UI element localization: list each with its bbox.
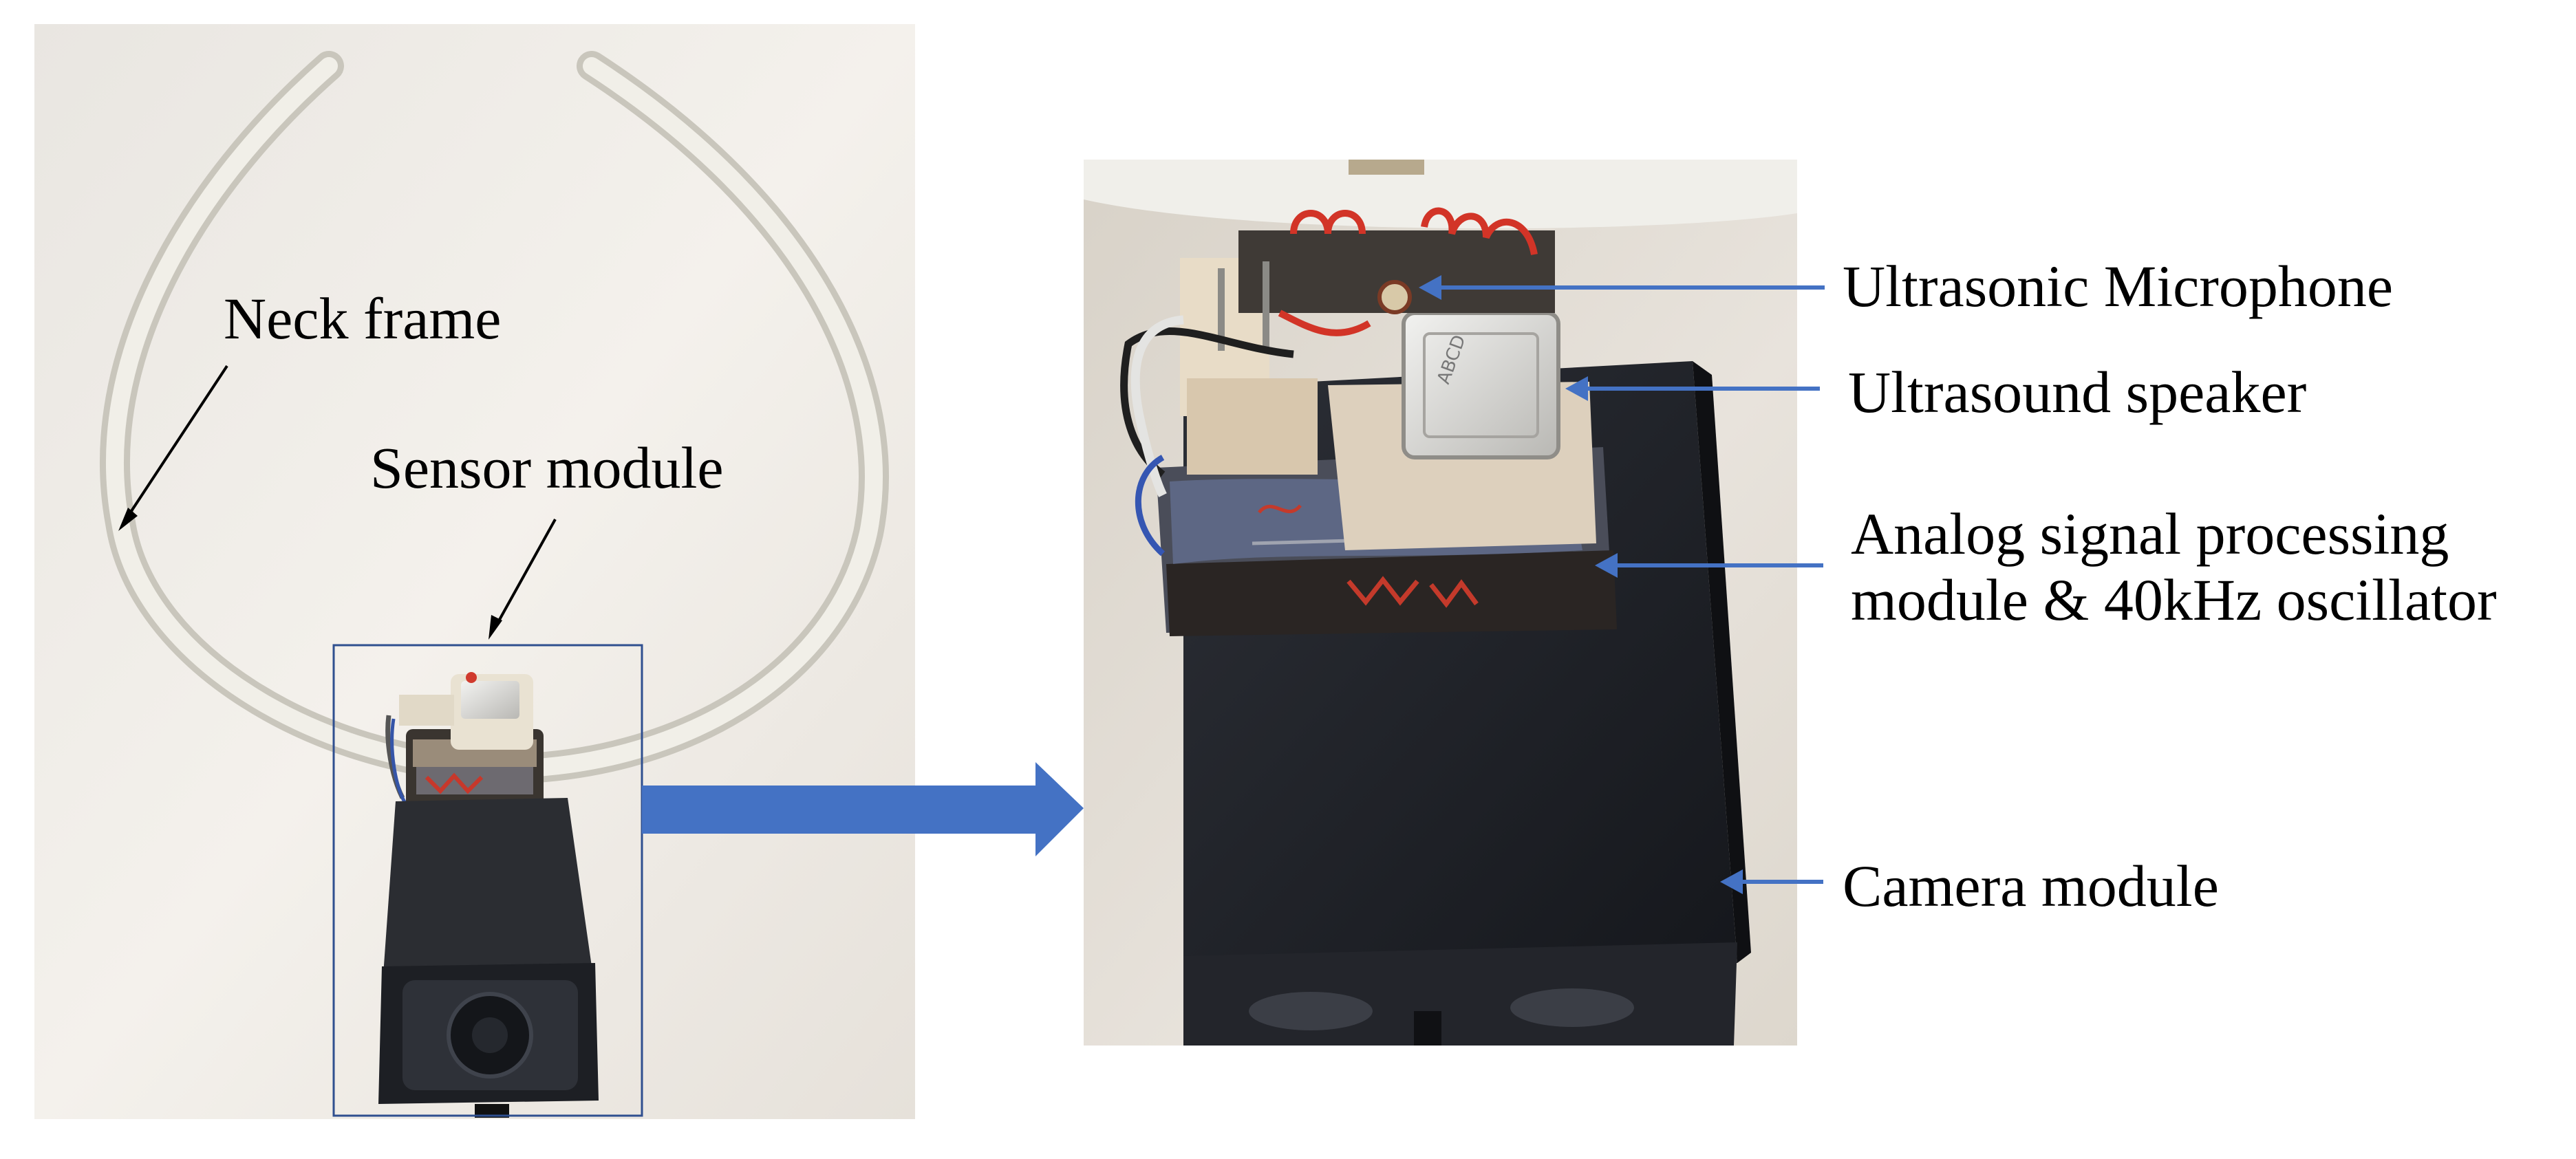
sensor-module-highlight-box xyxy=(332,644,643,1117)
microphone-callout-head xyxy=(1419,275,1441,300)
analog-callout-head xyxy=(1595,553,1618,578)
neck-frame-pointer-head xyxy=(118,508,138,531)
closeup-black-cable xyxy=(1120,327,1294,478)
left-pointer-arrows xyxy=(118,365,557,640)
zoom-arrow xyxy=(642,762,1084,856)
ultrasound-speaker-label: Ultrasound speaker xyxy=(1848,359,2307,425)
small-camera-body xyxy=(378,798,599,1118)
closeup-blue-cable xyxy=(1135,455,1166,556)
analog-module-label-line1: Analog signal processing xyxy=(1851,501,2449,567)
sensor-module-pointer xyxy=(495,519,557,625)
speaker-callout-head xyxy=(1565,376,1588,401)
camera-module-label: Camera module xyxy=(1843,853,2219,919)
sensor-module-label: Sensor module xyxy=(370,435,724,501)
ultrasonic-microphone-element xyxy=(1377,280,1412,314)
camera-callout-head xyxy=(1720,869,1743,894)
closeup-microphone-board xyxy=(1218,207,1555,351)
callout-arrows xyxy=(1419,275,1825,894)
closeup-speaker-assembly: ABCD xyxy=(1180,258,1596,550)
sensor-module-pointer-head xyxy=(489,615,502,640)
analog-module-label-line2: module & 40kHz oscillator xyxy=(1851,567,2497,633)
closeup-photo: ABCD xyxy=(1084,160,1797,1046)
ultrasonic-microphone-label: Ultrasonic Microphone xyxy=(1843,253,2394,319)
neck-device-photo xyxy=(34,24,915,1119)
neck-frame-label: Neck frame xyxy=(224,285,502,351)
neck-frame-pointer xyxy=(126,365,228,519)
analog-module-label: Analog signal processing module & 40kHz … xyxy=(1851,501,2497,633)
closeup-white-cable xyxy=(1130,315,1184,497)
